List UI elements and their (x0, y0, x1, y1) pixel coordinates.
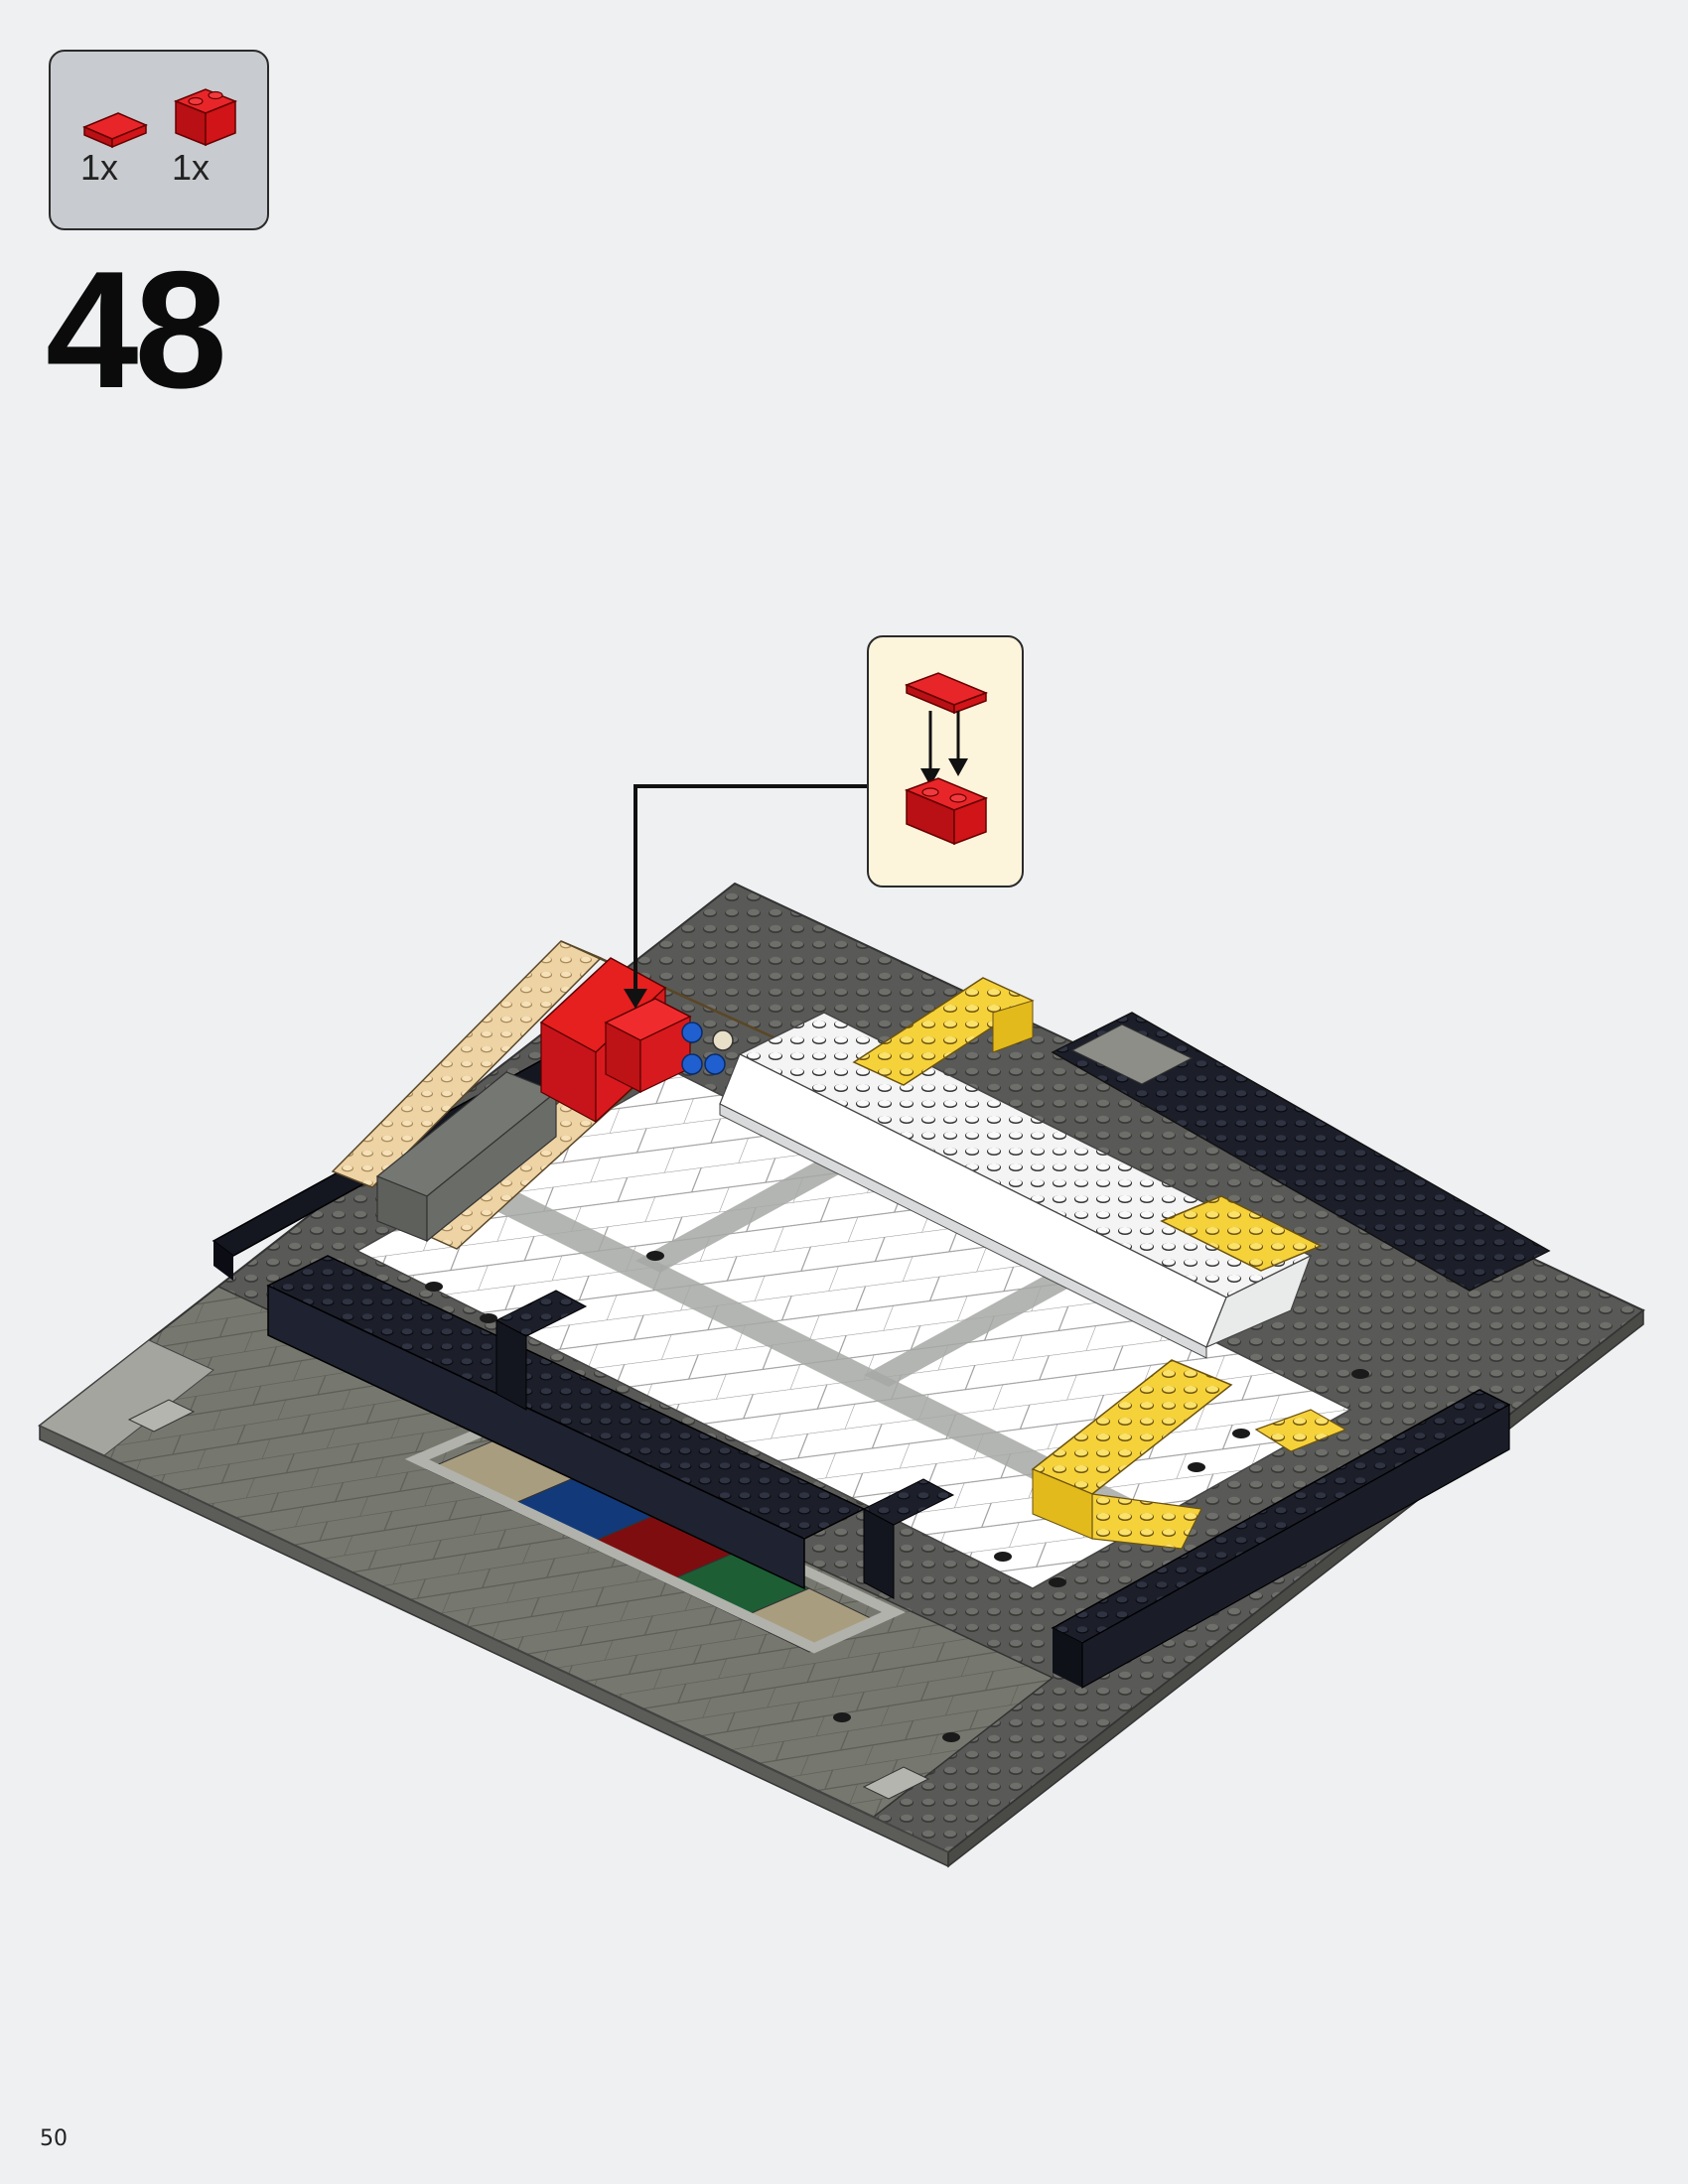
red-brick-1x2-icon (173, 88, 238, 147)
parts-icons (82, 88, 238, 149)
parts-list: 1x 1x (49, 50, 269, 230)
sub-assembly-callout (867, 635, 1024, 887)
page-number: 50 (40, 2126, 68, 2151)
entrance-mosaic (404, 1420, 906, 1654)
red-tile-onto-brick-icon (904, 672, 989, 846)
red-tile-1x2-icon (82, 112, 148, 149)
added-red-brick (604, 998, 692, 1093)
part-quantity: 1x (80, 147, 119, 188)
part-quantity: 1x (172, 147, 211, 188)
step-number: 48 (46, 236, 227, 423)
